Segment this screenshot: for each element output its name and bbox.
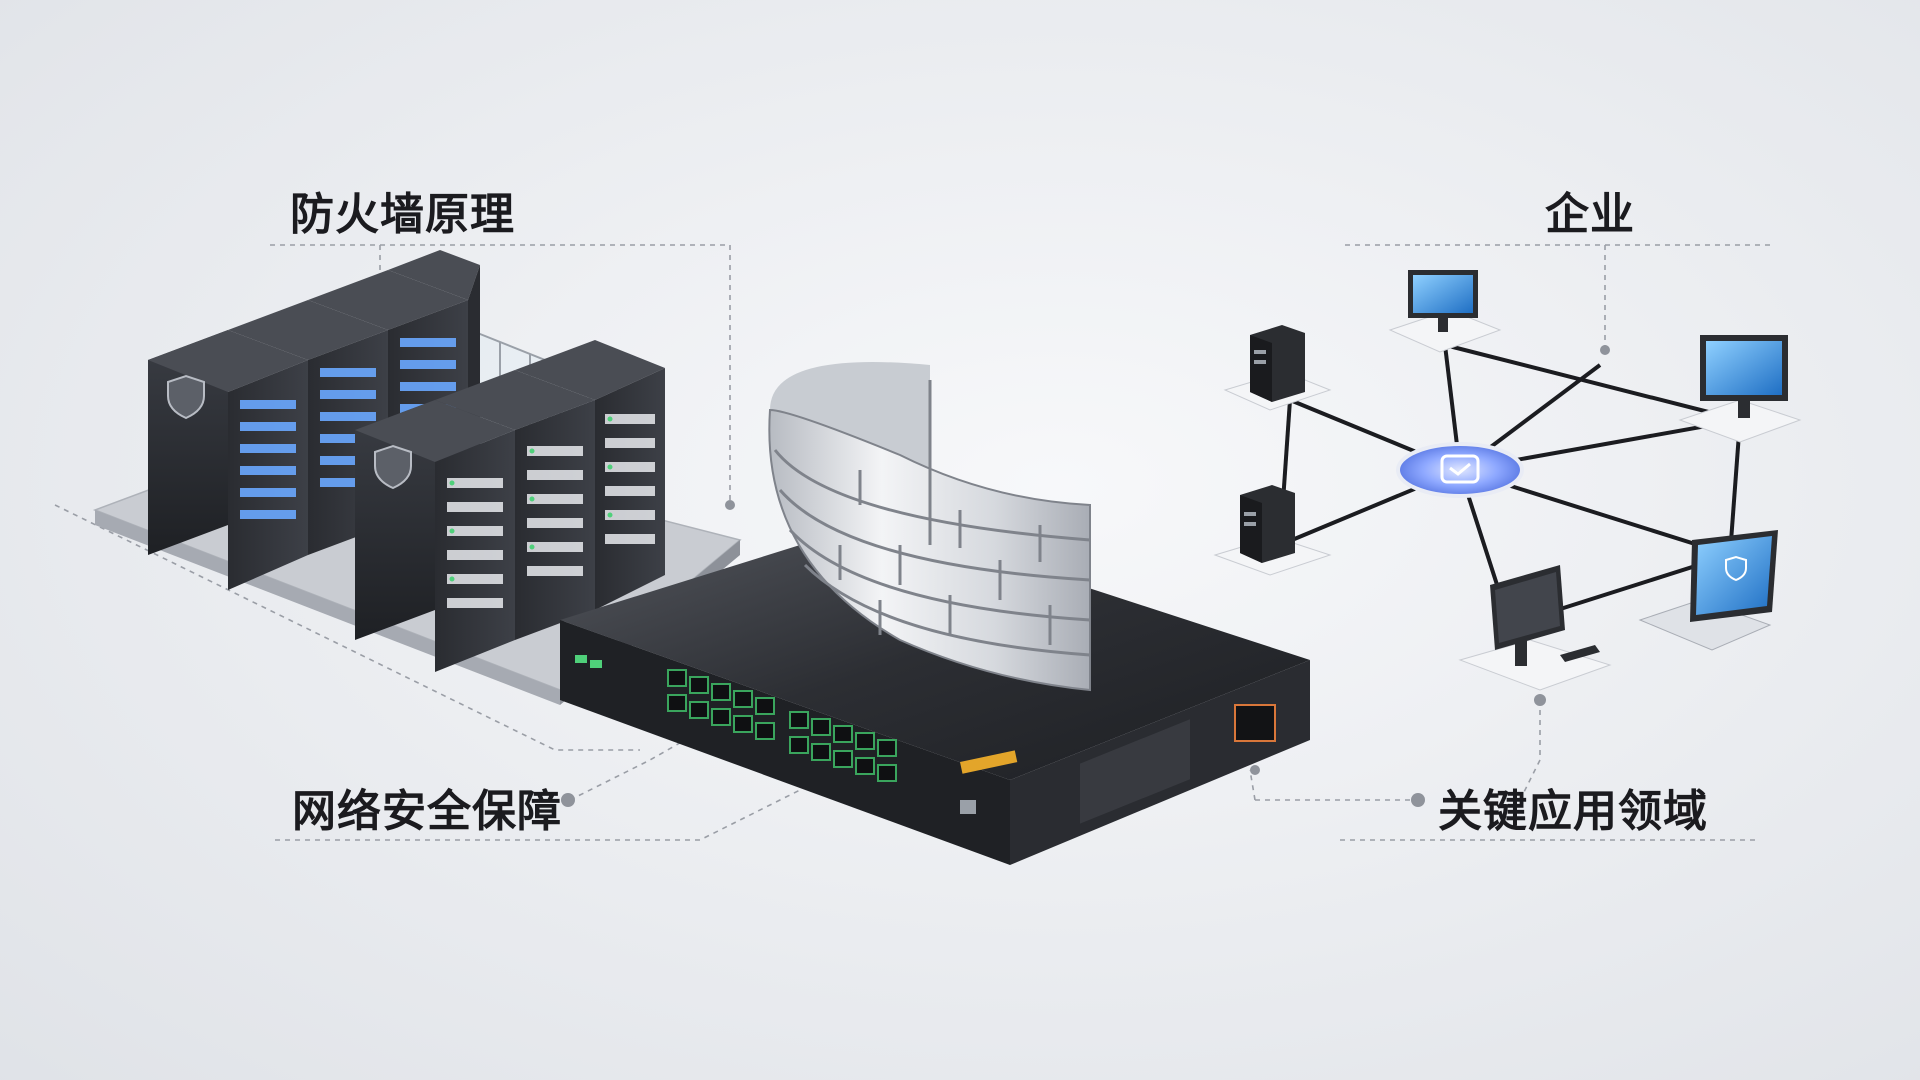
label-network-security: 网络安全保障 [292,786,562,837]
connector-lines [54,244,1770,841]
tower-server-icon [1223,325,1332,411]
tower-server-icon [1213,485,1332,576]
label-firewall-principle: 防火墙原理 [290,189,515,240]
hub-icon [1396,442,1524,498]
label-key-application-areas: 关键应用领域 [1438,786,1708,837]
enterprise-network [1213,270,1802,691]
monitor-icon [1388,270,1502,353]
shield-icon [374,444,412,490]
shield-icon [1725,555,1747,582]
monitor-icon [1458,565,1612,691]
laptop-icon [1638,530,1778,651]
shield-icon [167,374,205,420]
label-enterprise: 企业 [1545,189,1635,240]
monitor-icon [1678,335,1802,443]
brick-wall-icon [768,362,1091,692]
